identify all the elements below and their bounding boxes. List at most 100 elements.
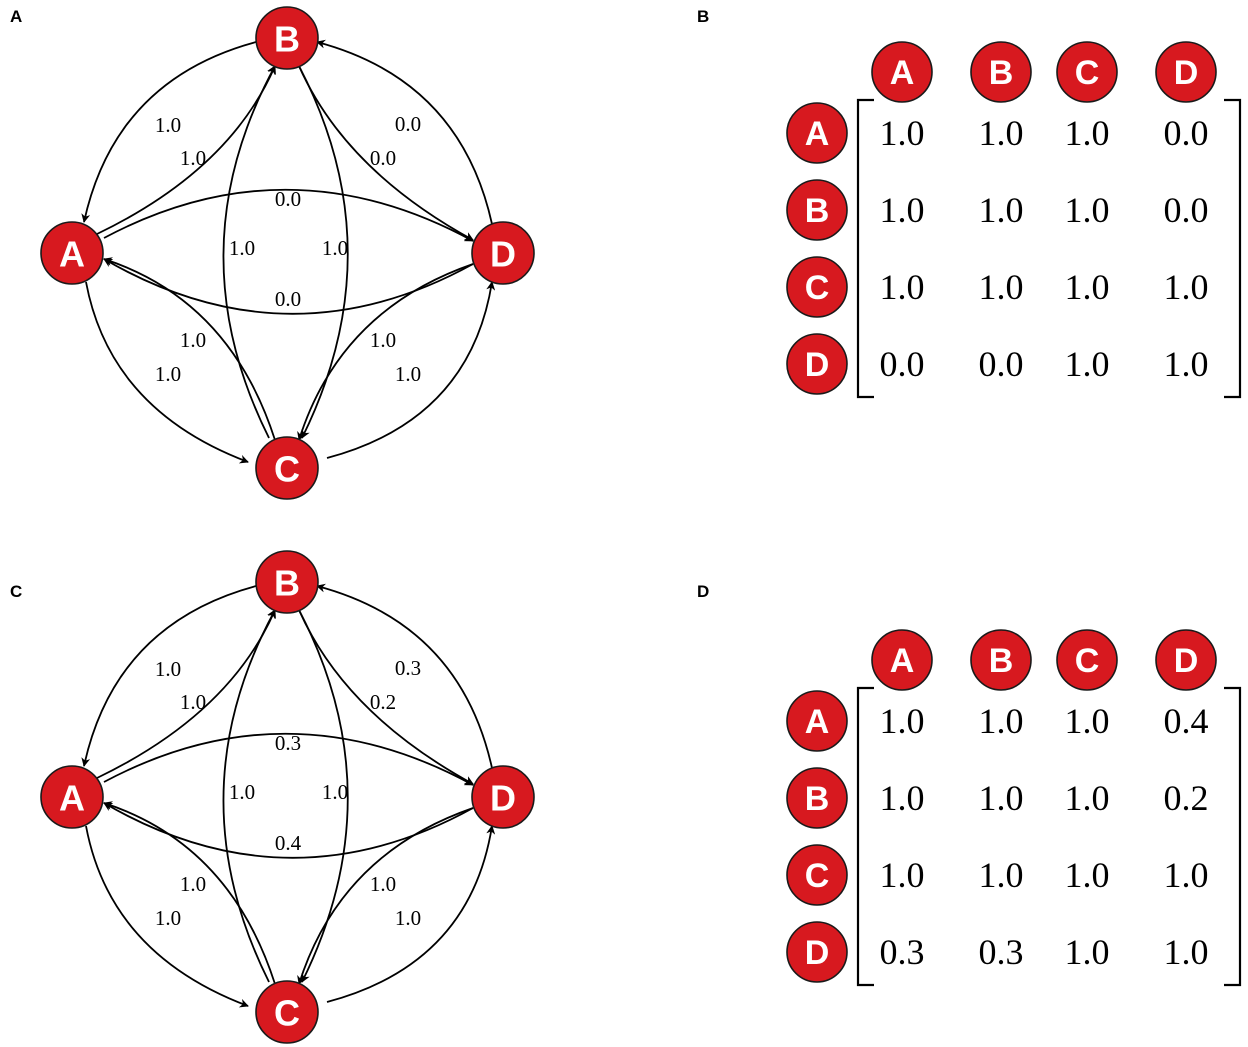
edge-label-A-to-D: 0.0 bbox=[275, 187, 301, 211]
row-header-label-a: A bbox=[805, 703, 830, 741]
edge-A-to-D bbox=[103, 732, 474, 786]
edge-label-A-to-C: 1.0 bbox=[155, 906, 181, 930]
row-header-label-b: B bbox=[805, 192, 830, 230]
matrix-cell-a-b: 1.0 bbox=[979, 701, 1024, 741]
node-label-b: B bbox=[274, 563, 300, 604]
panel-label-a: A bbox=[10, 7, 22, 26]
column-header-d: D bbox=[1155, 41, 1217, 103]
edge-label-D-to-C: 1.0 bbox=[370, 872, 396, 896]
matrix-cell-a-d: 0.0 bbox=[1164, 113, 1209, 153]
matrix-cell-c-c: 1.0 bbox=[1065, 855, 1110, 895]
matrix-left-bracket bbox=[856, 686, 874, 987]
column-header-label-b: B bbox=[989, 54, 1014, 92]
matrix-cell-c-d: 1.0 bbox=[1164, 855, 1209, 895]
edge-label-A-to-B: 1.0 bbox=[180, 146, 206, 170]
matrix-cell-d-b: 0.3 bbox=[979, 932, 1024, 972]
node-label-b: B bbox=[274, 19, 300, 60]
row-header-label-a: A bbox=[805, 115, 830, 153]
row-header-label-d: D bbox=[805, 346, 830, 384]
edge-C-to-D bbox=[326, 281, 496, 459]
panel-label-d: D bbox=[697, 582, 709, 601]
edge-label-B-to-D: 0.2 bbox=[370, 690, 396, 714]
matrix-cell-b-c: 1.0 bbox=[1065, 190, 1110, 230]
edge-label-C-to-A: 1.0 bbox=[180, 872, 206, 896]
matrix-cell-d-b: 0.0 bbox=[979, 344, 1024, 384]
node-c: C bbox=[255, 436, 319, 500]
column-header-label-a: A bbox=[890, 642, 915, 680]
matrix-cell-a-d: 0.4 bbox=[1164, 701, 1209, 741]
edge-label-D-to-B: 0.3 bbox=[395, 656, 421, 680]
row-header-c: C bbox=[786, 256, 848, 318]
matrix-cell-a-c: 1.0 bbox=[1065, 701, 1110, 741]
node-label-a: A bbox=[59, 234, 85, 275]
matrix-cell-b-d: 0.2 bbox=[1164, 778, 1209, 818]
edge-label-A-to-B: 1.0 bbox=[180, 690, 206, 714]
edge-D-to-C bbox=[297, 807, 474, 985]
edge-D-to-A bbox=[103, 258, 474, 315]
column-header-a: A bbox=[871, 629, 933, 691]
edge-D-to-A bbox=[103, 802, 474, 859]
edge-B-to-A bbox=[81, 41, 257, 223]
edge-C-to-D bbox=[326, 825, 496, 1003]
row-header-label-c: C bbox=[805, 857, 830, 895]
edge-D-to-B bbox=[316, 39, 493, 225]
panel-label-c: C bbox=[10, 582, 22, 601]
matrix-cell-b-a: 1.0 bbox=[880, 778, 925, 818]
column-header-label-d: D bbox=[1174, 54, 1199, 92]
matrix-cell-a-c: 1.0 bbox=[1065, 113, 1110, 153]
row-header-c: C bbox=[786, 844, 848, 906]
edge-B-to-A bbox=[81, 585, 257, 767]
node-label-c: C bbox=[274, 993, 300, 1034]
matrix-cell-b-b: 1.0 bbox=[979, 778, 1024, 818]
edge-D-to-B bbox=[316, 583, 493, 769]
edge-label-D-to-B: 0.0 bbox=[395, 112, 421, 136]
column-header-d: D bbox=[1155, 629, 1217, 691]
node-a: A bbox=[40, 221, 104, 285]
edge-label-D-to-C: 1.0 bbox=[370, 328, 396, 352]
edge-label-C-to-D: 1.0 bbox=[395, 362, 421, 386]
matrix-cell-c-b: 1.0 bbox=[979, 267, 1024, 307]
matrix-cell-b-c: 1.0 bbox=[1065, 778, 1110, 818]
row-header-a: A bbox=[786, 102, 848, 164]
row-header-d: D bbox=[786, 333, 848, 395]
node-label-c: C bbox=[274, 449, 300, 490]
node-d: D bbox=[471, 221, 535, 285]
row-header-label-d: D bbox=[805, 934, 830, 972]
edge-label-D-to-A: 0.4 bbox=[275, 831, 302, 855]
column-header-label-a: A bbox=[890, 54, 915, 92]
matrix-right-bracket bbox=[1224, 686, 1242, 987]
edge-label-C-to-B: 1.0 bbox=[229, 780, 255, 804]
column-header-c: C bbox=[1056, 629, 1118, 691]
edge-C-to-B bbox=[222, 65, 276, 439]
column-header-label-c: C bbox=[1075, 54, 1100, 92]
row-header-a: A bbox=[786, 690, 848, 752]
node-label-d: D bbox=[490, 778, 516, 819]
column-header-b: B bbox=[970, 41, 1032, 103]
edge-C-to-A bbox=[103, 257, 276, 441]
matrix-cell-c-a: 1.0 bbox=[880, 855, 925, 895]
edge-label-A-to-D: 0.3 bbox=[275, 731, 301, 755]
edge-A-to-C bbox=[85, 825, 249, 1008]
matrix-cell-d-a: 0.0 bbox=[880, 344, 925, 384]
node-b: B bbox=[255, 6, 319, 70]
matrix-cell-d-c: 1.0 bbox=[1065, 344, 1110, 384]
matrix-cell-c-b: 1.0 bbox=[979, 855, 1024, 895]
row-header-d: D bbox=[786, 921, 848, 983]
edge-A-to-C bbox=[85, 281, 249, 464]
node-label-d: D bbox=[490, 234, 516, 275]
matrix-cell-b-b: 1.0 bbox=[979, 190, 1024, 230]
matrix-cell-c-d: 1.0 bbox=[1164, 267, 1209, 307]
edge-label-B-to-A: 1.0 bbox=[155, 113, 181, 137]
node-b: B bbox=[255, 550, 319, 614]
matrix-cell-a-a: 1.0 bbox=[880, 113, 925, 153]
matrix-cell-d-d: 1.0 bbox=[1164, 344, 1209, 384]
matrix-cell-d-a: 0.3 bbox=[880, 932, 925, 972]
edge-C-to-B bbox=[222, 609, 276, 983]
edge-label-D-to-A: 0.0 bbox=[275, 287, 301, 311]
node-c: C bbox=[255, 980, 319, 1044]
